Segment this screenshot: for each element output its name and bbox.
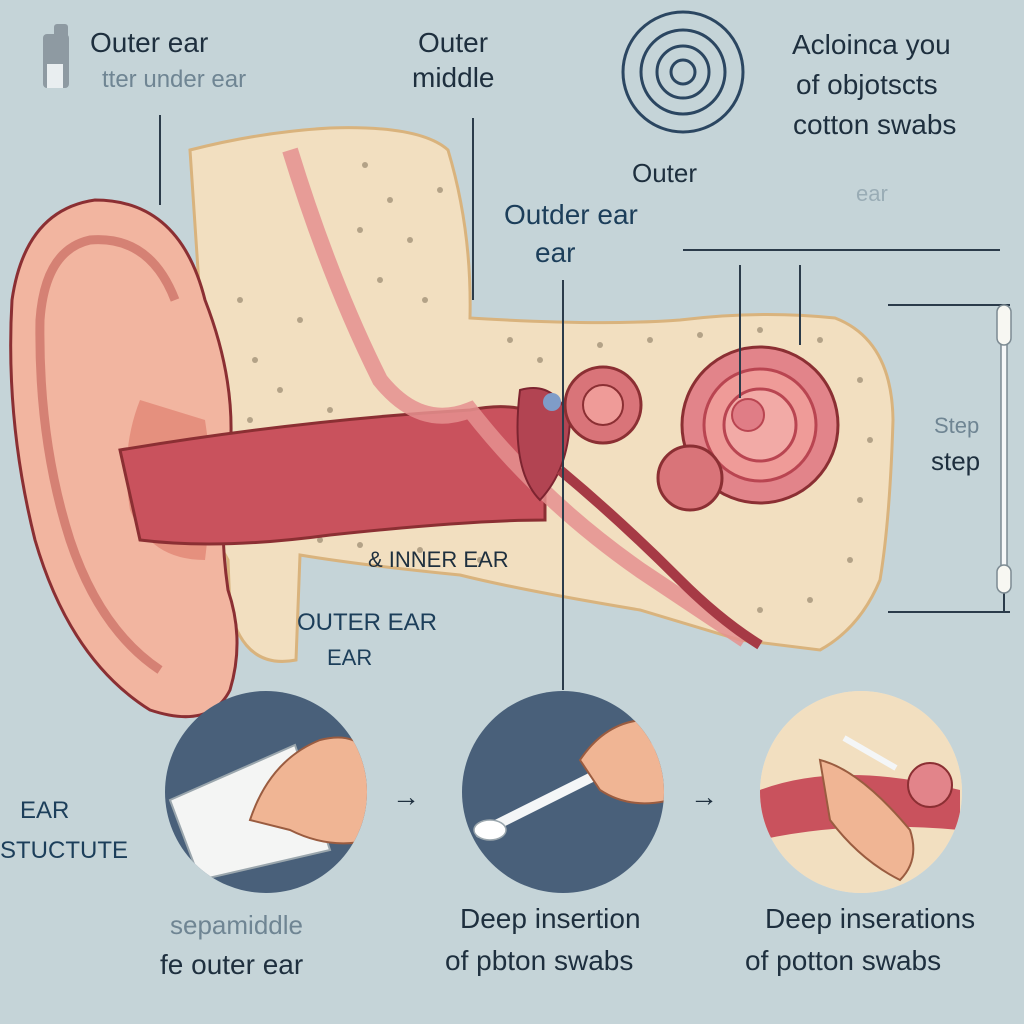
step-1-caption-line-2: fe outer ear bbox=[160, 949, 304, 980]
auditory-nerve bbox=[556, 466, 763, 650]
label-ear-structure-2: STUCTUTE bbox=[0, 837, 128, 864]
cotton-swab-icon bbox=[996, 304, 1012, 594]
arrow-2-icon: → bbox=[690, 781, 718, 812]
person-icon bbox=[43, 24, 69, 88]
label-outer-ear-lower: OUTER EAR bbox=[297, 609, 438, 636]
ear-canal bbox=[118, 405, 547, 546]
label-under-ear: tter under ear bbox=[102, 66, 247, 93]
label-step-faint: Step bbox=[934, 413, 980, 438]
step-3-image bbox=[760, 691, 962, 893]
notice-line-1: Acloinca you bbox=[792, 29, 951, 60]
label-step: step bbox=[931, 446, 981, 476]
bone-texture bbox=[237, 162, 873, 613]
canal-lining bbox=[282, 147, 750, 647]
cochlea bbox=[563, 345, 840, 512]
step-3-caption-line-2: of potton swabs bbox=[745, 945, 942, 976]
label-outer-ear-top: Outer ear bbox=[90, 27, 209, 58]
step-1-caption-line-1: sepamiddle bbox=[170, 910, 303, 940]
arrow-1-icon: → bbox=[392, 781, 420, 812]
notice-line-2: of objotscts bbox=[796, 69, 938, 100]
step-3-caption-line-1: Deep inserations bbox=[765, 903, 976, 934]
label-faint-ear: ear bbox=[856, 181, 888, 206]
ossicle bbox=[543, 393, 561, 411]
label-outder-ear-2: ear bbox=[535, 237, 576, 268]
label-outer-ear-lower-2: EAR bbox=[327, 645, 373, 670]
step-2-image bbox=[462, 691, 664, 893]
label-outder-ear: Outder ear bbox=[504, 199, 638, 230]
step-2-caption-line-2: of pbton swabs bbox=[445, 945, 634, 976]
label-outer-mid: Outer bbox=[632, 158, 698, 188]
step-1-image bbox=[165, 691, 367, 893]
label-ear-structure-1: EAR bbox=[20, 797, 70, 824]
target-rings-icon bbox=[621, 10, 745, 134]
label-outer-top: Outer bbox=[418, 27, 489, 58]
label-middle-top: middle bbox=[412, 62, 495, 93]
step-2-caption-line-1: Deep insertion bbox=[460, 903, 641, 934]
pinna-helix-fold bbox=[35, 235, 180, 674]
notice-line-3: cotton swabs bbox=[793, 109, 957, 140]
label-inner-ear: & INNER EAR bbox=[368, 547, 509, 572]
